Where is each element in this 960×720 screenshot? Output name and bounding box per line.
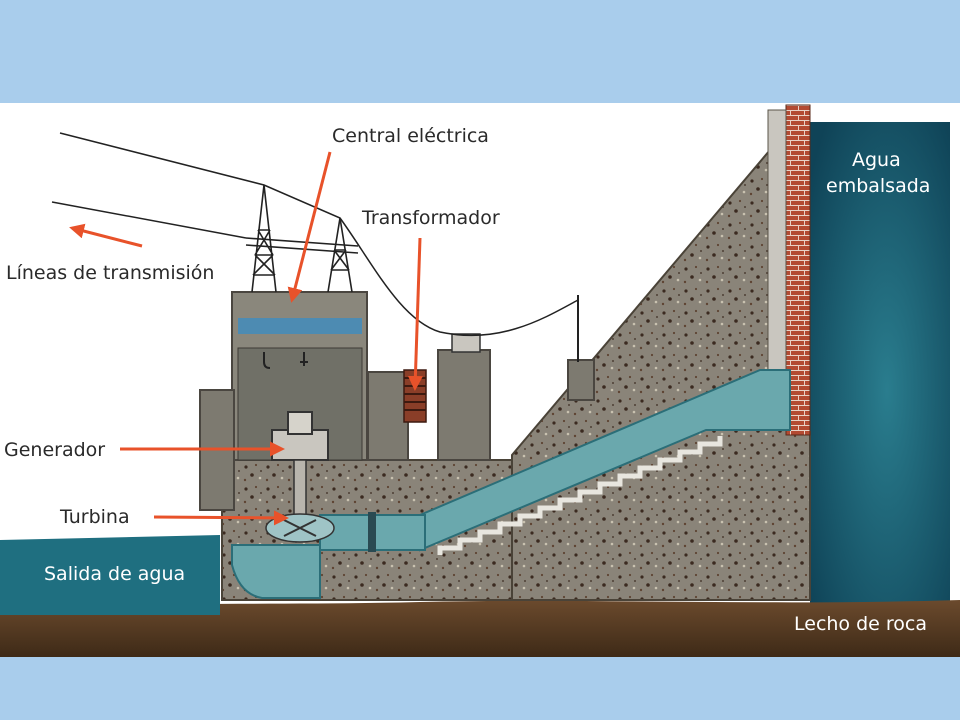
arrow-transformador [407,237,423,391]
label-central: Central eléctrica [332,125,489,147]
valve [368,512,376,552]
bushing [451,333,481,353]
dam-stairs [437,436,723,555]
label-transformador: Transformador [361,207,500,229]
label-generador: Generador [4,439,105,461]
transmission-tower-icon [245,184,359,293]
bedrock [0,600,960,657]
arrow-turbina [153,510,289,526]
annex-building [367,371,409,461]
turbine-shaft [293,459,307,516]
dam-crest-wall [767,109,787,371]
crane-hook-icon [263,352,271,369]
gatehouse [567,359,595,401]
draft-tube [231,544,321,599]
label-salida: Salida de agua [44,563,185,585]
outflow-water [0,535,220,615]
generator-exciter [287,411,313,435]
label-lecho: Lecho de roca [794,613,927,635]
reservoir-water [810,122,950,610]
transmission-line-lower [51,201,247,239]
transmission-line-upper [59,132,579,337]
label-agua-line2: embalsada [826,175,930,197]
switch-building [437,349,491,461]
turbine-blades [283,519,317,537]
powerhouse-windows [238,318,362,334]
label-agua-line1: Agua [852,149,901,171]
arrow-central [287,151,332,303]
label-turbina: Turbina [59,506,130,528]
label-lineas: Líneas de transmisión [6,262,214,284]
crane-hook-icon [300,352,308,366]
arrow-lineas [69,223,143,248]
